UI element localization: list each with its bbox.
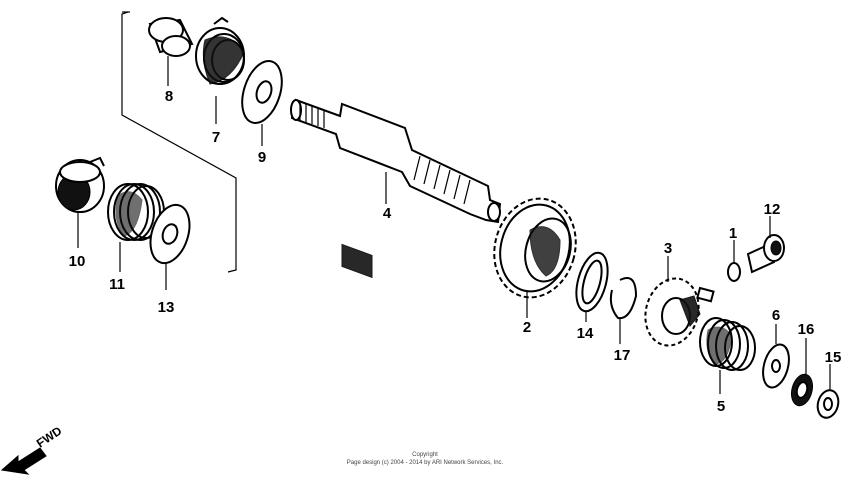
- fwd-label: FWD: [34, 423, 65, 450]
- label-6: 6: [772, 307, 780, 324]
- callout-labels: 1 2 3 4 5 6 7 8 9 10 11 12 13 14 15 16 1…: [69, 88, 842, 415]
- part-6-washer: [762, 324, 790, 389]
- copyright-line-1: Copyright: [412, 452, 438, 458]
- part-10-cap: [55, 156, 105, 248]
- shaft-splines-b: [413, 155, 471, 205]
- part-8-collar: [148, 17, 194, 86]
- part-9-washer: [241, 60, 283, 146]
- group-bracket: [121, 11, 237, 273]
- part-11-spring: [107, 183, 165, 272]
- label-10: 10: [69, 253, 86, 270]
- shaft-splines-a: [299, 102, 325, 128]
- label-5: 5: [717, 398, 725, 415]
- part-17-circlip: [609, 277, 638, 344]
- part-12-bolt: [746, 216, 785, 274]
- label-7: 7: [212, 129, 220, 146]
- part-1-ring: [727, 240, 741, 282]
- copyright-line-2: Page design (c) 2004 - 2014 by ARI Netwo…: [346, 460, 504, 466]
- label-13: 13: [158, 299, 175, 316]
- label-11: 11: [109, 276, 125, 293]
- part-15-washer: [816, 364, 840, 419]
- part-3-gear: [644, 256, 715, 347]
- part-5-spring: [699, 317, 756, 394]
- label-14: 14: [577, 325, 594, 342]
- label-17: 17: [614, 347, 631, 364]
- label-15: 15: [825, 349, 842, 366]
- fwd-arrow-icon: FWD: [0, 423, 65, 475]
- part-2-gear: [493, 197, 577, 318]
- label-4: 4: [383, 205, 392, 222]
- label-1: 1: [729, 225, 737, 242]
- label-9: 9: [258, 149, 266, 166]
- part-16-washer: [790, 338, 814, 407]
- label-8: 8: [165, 88, 173, 105]
- part-4-shaft: [290, 98, 502, 279]
- label-12: 12: [764, 201, 781, 218]
- label-16: 16: [798, 321, 815, 338]
- part-14-washer: [575, 251, 609, 322]
- part-13-washer: [149, 203, 191, 290]
- label-2: 2: [523, 319, 531, 336]
- label-3: 3: [664, 240, 672, 257]
- part-7-spring: [195, 16, 245, 124]
